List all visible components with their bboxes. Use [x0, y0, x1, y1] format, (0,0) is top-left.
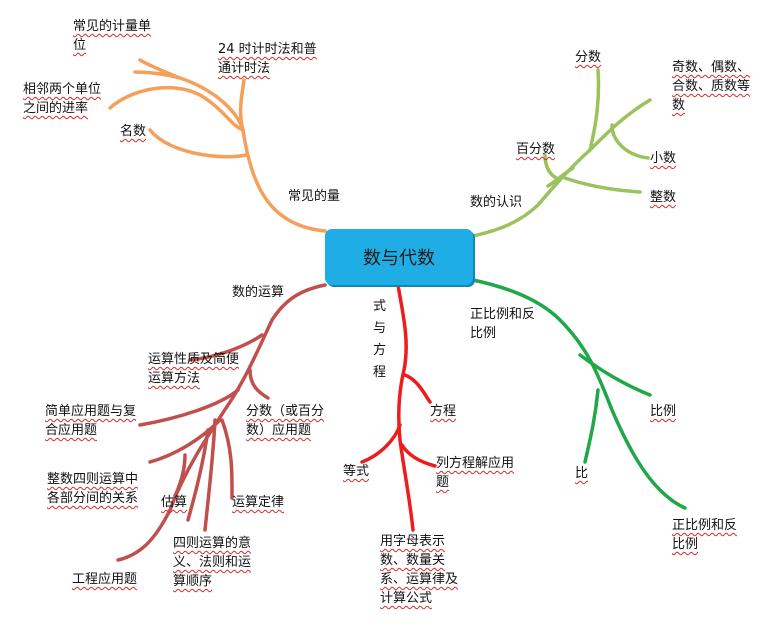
node-equation-letters[interactable]: 用字母表示数、数量关系、运算律及计算公式: [380, 534, 459, 606]
node-quantity-conversion[interactable]: 相邻两个单位之间的进率: [23, 82, 102, 116]
node-proportion-proportion[interactable]: 比例: [650, 404, 677, 419]
node-equation-equation[interactable]: 方程: [430, 404, 457, 419]
node-operation-laws[interactable]: 运算定律: [232, 495, 285, 510]
central-topic[interactable]: 数与代数: [325, 229, 473, 285]
node-operation-estimation[interactable]: 估算: [161, 495, 188, 510]
branch-proportion-lines: [471, 278, 687, 510]
node-cognition-number-types[interactable]: 奇数、偶数、合数、质数等数: [672, 60, 751, 113]
node-quantity-denominate-number[interactable]: 名数: [120, 124, 147, 139]
node-operation-engineering[interactable]: 工程应用题: [72, 572, 138, 587]
node-proportion-direct-inverse[interactable]: 正比例和反比例: [672, 518, 738, 552]
node-operation-word-problems[interactable]: 简单应用题与复合应用题: [45, 404, 137, 438]
node-equation-equality[interactable]: 等式: [343, 464, 370, 479]
node-operation-relations[interactable]: 整数四则运算中各部分间的关系: [47, 472, 139, 506]
branch-title-quantity[interactable]: 常见的量: [288, 189, 341, 204]
branch-title-equation[interactable]: 式与方程: [373, 299, 387, 380]
branch-quantity-lines: [108, 58, 327, 233]
node-cognition-fraction[interactable]: 分数: [575, 50, 602, 65]
node-operation-properties[interactable]: 运算性质及简便运算方法: [148, 352, 240, 386]
node-quantity-time[interactable]: 24 时计时法和普通计时法: [218, 42, 317, 76]
node-proportion-ratio[interactable]: 比: [575, 466, 589, 481]
branch-operation-lines: [116, 283, 327, 562]
branch-title-proportion[interactable]: 正比例和反比例: [470, 307, 536, 341]
node-cognition-percent[interactable]: 百分数: [516, 142, 556, 157]
node-quantity-units[interactable]: 常见的计量单位: [73, 19, 152, 53]
node-equation-solve[interactable]: 列方程解应用题: [436, 456, 515, 490]
node-operation-meaning-rules[interactable]: 四则运算的意义、法则和运算顺序: [173, 536, 252, 589]
node-cognition-integer[interactable]: 整数: [650, 190, 677, 205]
branch-title-operation[interactable]: 数的运算: [232, 285, 285, 300]
branch-equation-lines: [360, 283, 437, 532]
branch-title-cognition[interactable]: 数的认识: [470, 195, 523, 210]
node-operation-fraction-problems[interactable]: 分数（或百分数）应用题: [246, 404, 325, 438]
node-cognition-decimal[interactable]: 小数: [650, 151, 677, 166]
branch-cognition-lines: [471, 68, 652, 238]
